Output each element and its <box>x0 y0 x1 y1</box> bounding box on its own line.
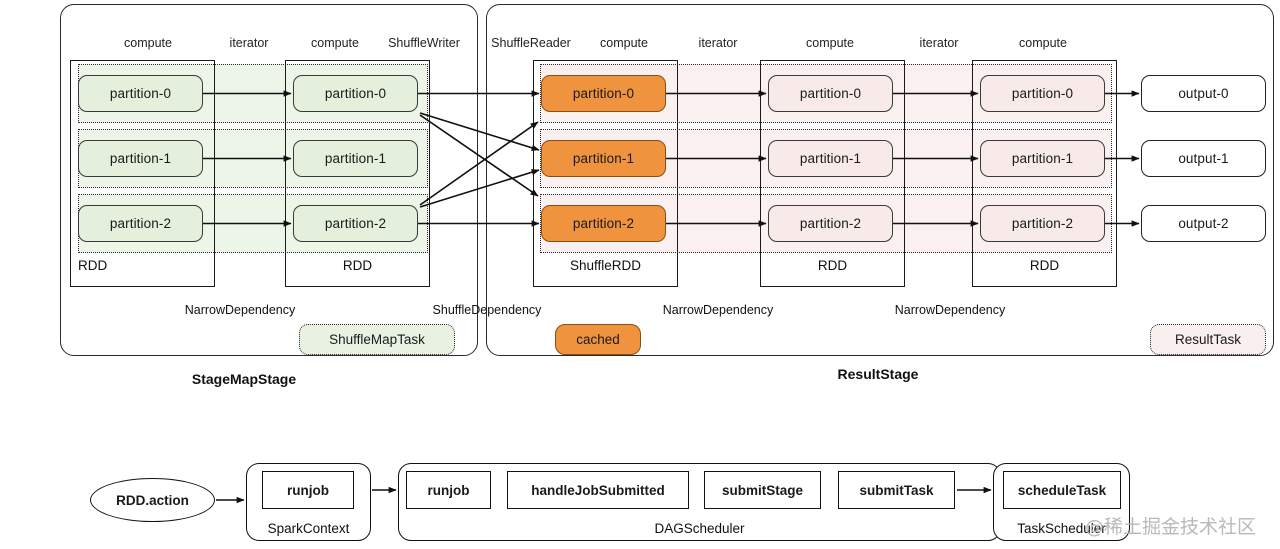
top-label-iterator-2: iterator <box>698 36 738 50</box>
top-label-compute-5: compute <box>1019 36 1067 50</box>
partition-pill[interactable]: partition-2 <box>768 205 893 242</box>
output-pill[interactable]: output-1 <box>1141 140 1266 177</box>
dependency-label-narrow-2: NarrowDependency <box>662 303 774 317</box>
partition-pill[interactable]: partition-1 <box>768 140 893 177</box>
partition-pill[interactable]: partition-1 <box>980 140 1105 177</box>
rdd-label: RDD <box>1029 258 1060 273</box>
top-label-compute-1: compute <box>124 36 172 50</box>
partition-pill[interactable]: partition-0 <box>768 75 893 112</box>
stage-name-result: ResultStage <box>837 366 919 382</box>
dependency-label-shuffle: ShuffleDependency <box>432 303 542 317</box>
top-label-shuffle-writer: ShuffleWriter <box>388 36 460 50</box>
partition-pill[interactable]: partition-2 <box>78 205 203 242</box>
method-submit-stage[interactable]: submitStage <box>704 471 821 509</box>
partition-pill[interactable]: partition-2 <box>980 205 1105 242</box>
partition-pill[interactable]: partition-1 <box>78 140 203 177</box>
method-runjob-sparkcontext[interactable]: runjob <box>262 471 354 509</box>
partition-pill[interactable]: partition-2 <box>541 205 666 242</box>
rdd-box-4 <box>972 60 1117 287</box>
dependency-label-narrow-1: NarrowDependency <box>184 303 296 317</box>
partition-pill[interactable]: partition-0 <box>293 75 418 112</box>
partition-pill[interactable]: partition-1 <box>293 140 418 177</box>
partition-pill[interactable]: partition-0 <box>980 75 1105 112</box>
top-label-iterator-1: iterator <box>229 36 269 50</box>
rdd-box-0 <box>70 60 215 287</box>
top-label-shuffle-reader: ShuffleReader <box>491 36 571 50</box>
group-label-task-scheduler: TaskScheduler <box>1017 521 1106 536</box>
top-label-compute-3: compute <box>600 36 648 50</box>
partition-pill[interactable]: partition-0 <box>78 75 203 112</box>
partition-pill[interactable]: partition-0 <box>541 75 666 112</box>
rdd-label: RDD <box>342 258 373 273</box>
top-label-compute-2: compute <box>311 36 359 50</box>
output-pill[interactable]: output-0 <box>1141 75 1266 112</box>
group-label-dag-scheduler: DAGScheduler <box>654 521 745 536</box>
top-label-compute-4: compute <box>806 36 854 50</box>
badge-result-task[interactable]: ResultTask <box>1150 324 1266 355</box>
top-label-iterator-3: iterator <box>919 36 959 50</box>
partition-pill[interactable]: partition-1 <box>541 140 666 177</box>
method-handle-job-submitted[interactable]: handleJobSubmitted <box>507 471 689 509</box>
method-submit-task[interactable]: submitTask <box>838 471 955 509</box>
rdd-label: RDD <box>817 258 848 273</box>
watermark: @稀土掘金技术社区 <box>1085 516 1257 538</box>
rdd-label: ShuffleRDD <box>569 258 642 273</box>
badge-shuffle-map-task[interactable]: ShuffleMapTask <box>299 324 455 355</box>
badge-cached[interactable]: cached <box>555 324 641 355</box>
rdd-label: RDD <box>78 258 108 273</box>
rdd-box-3 <box>760 60 905 287</box>
rdd-action-node[interactable]: RDD.action <box>90 478 215 522</box>
partition-pill[interactable]: partition-2 <box>293 205 418 242</box>
output-pill[interactable]: output-2 <box>1141 205 1266 242</box>
method-schedule-task[interactable]: scheduleTask <box>1003 471 1121 509</box>
dependency-label-narrow-3: NarrowDependency <box>894 303 1006 317</box>
stage-name-map: StageMapStage <box>191 371 297 387</box>
group-label-spark-context: SparkContext <box>267 521 350 536</box>
method-runjob-dag[interactable]: runjob <box>406 471 491 509</box>
